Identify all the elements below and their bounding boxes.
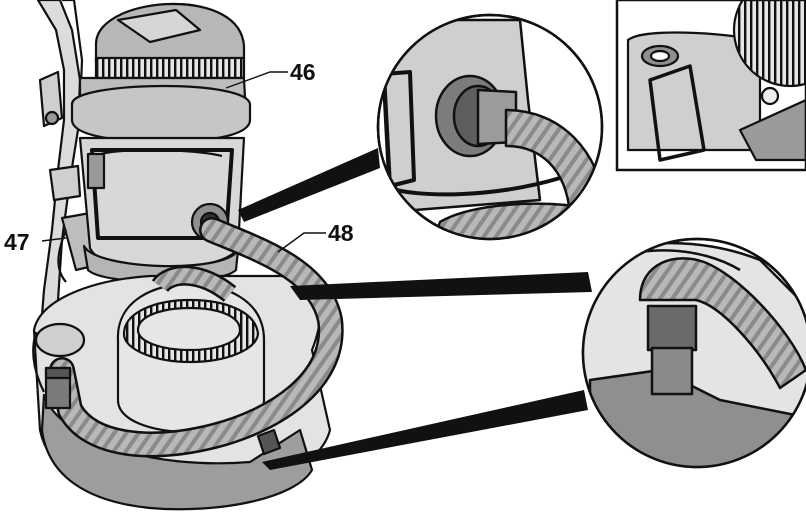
detail-view-outlet [376, 13, 604, 241]
machine-column [36, 0, 84, 342]
motor-housing [116, 282, 266, 434]
leader-lines [41, 71, 326, 253]
wedge-lower-bottom [262, 390, 588, 470]
base-hose-stub [44, 366, 72, 410]
machine-drawing [32, 0, 344, 511]
callout-48: 48 [328, 220, 354, 246]
base-clip [256, 428, 282, 456]
detail-inset-box [615, 0, 806, 172]
callout-47: 47 [4, 229, 30, 255]
zoom-wedges [238, 148, 592, 470]
detail-view-base-port [581, 237, 806, 469]
wedge-lower-top [290, 272, 592, 300]
callout-46: 46 [290, 59, 316, 85]
suction-hose [49, 217, 344, 458]
